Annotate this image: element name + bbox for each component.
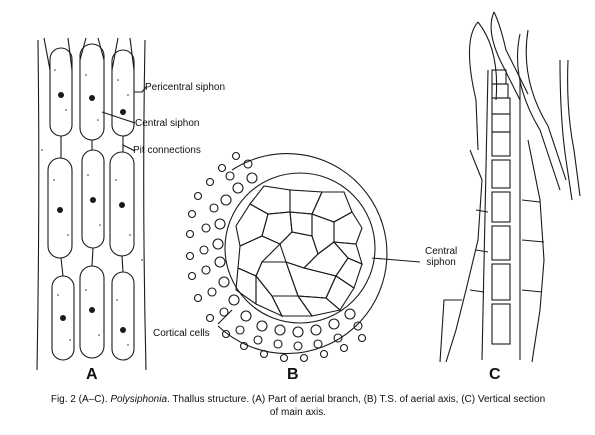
branch-far-right: [559, 59, 581, 201]
panel-letter-b: B: [287, 366, 299, 383]
caption-line-1: Fig. 2 (A–C). Polysiphonia. Thallus stru…: [8, 393, 588, 406]
leader-pit: [122, 144, 136, 152]
pericentral-cell: [47, 157, 73, 259]
branch-right: [516, 29, 567, 191]
section-outline: [217, 153, 388, 355]
axial-cells: [491, 69, 511, 345]
cross-walls: [469, 199, 545, 293]
label-central-siphon-b: Central siphon: [425, 246, 457, 268]
caption-prefix: Fig. 2 (A–C).: [50, 394, 111, 405]
label-pit-connections: Pit connections: [133, 145, 201, 156]
leader-central-a: [101, 111, 136, 124]
main-axis-wall: [481, 69, 521, 361]
caption-genus: Polysiphonia: [110, 394, 168, 405]
panel-b-drawing: [185, 151, 421, 363]
label-cortical-cells: Cortical cells: [153, 328, 210, 339]
central-siphon-cell: [79, 43, 105, 141]
branch-mid: [490, 11, 529, 101]
panel-letter-a: A: [86, 366, 98, 383]
pericentral-ring: [235, 185, 363, 318]
caption-rest: . Thallus structure. (A) Part of aerial …: [167, 394, 546, 405]
panel-c-drawing: [439, 11, 581, 363]
branch-left: [468, 21, 498, 151]
leader-central-b: [371, 257, 421, 263]
caption-line-2: of main axis.: [269, 407, 327, 418]
pericentral-cell: [111, 49, 135, 137]
leader-cortical: [217, 309, 233, 325]
label-central-siphon-b-line2: siphon: [426, 257, 456, 268]
panel-letter-c: C: [489, 366, 501, 383]
panel-a-drawing: [36, 37, 147, 371]
cortex-boundary: [224, 172, 376, 324]
label-pericentral-siphon: Pericentral siphon: [145, 82, 226, 93]
label-central-siphon-a: Central siphon: [135, 118, 200, 129]
pericentral-cell: [111, 271, 135, 361]
leader-pericentral: [134, 86, 147, 93]
lateral-filaments: [439, 139, 545, 363]
label-central-siphon-b-line1: Central: [425, 246, 458, 257]
figure-caption: Fig. 2 (A–C). Polysiphonia. Thallus stru…: [8, 393, 588, 419]
cortical-cells: [185, 151, 367, 363]
